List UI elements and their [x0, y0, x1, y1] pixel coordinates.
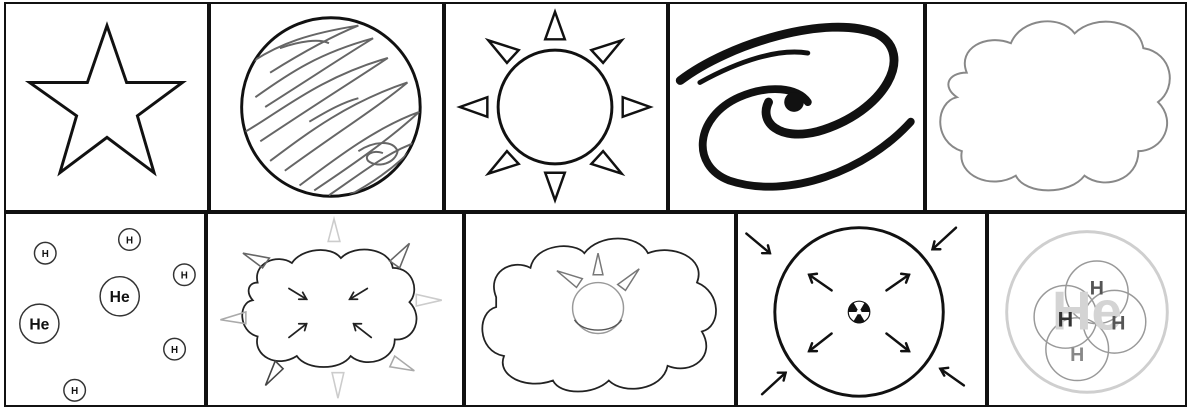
atoms-diagram: H H H H H He He: [6, 214, 204, 405]
hydrogen-label: H: [126, 235, 133, 246]
panel-cloud: [925, 2, 1187, 212]
panel-galaxy: [668, 2, 925, 212]
panel-sun: [444, 2, 668, 212]
star-shape: [6, 4, 207, 210]
hydrogen-label: H: [171, 345, 178, 356]
hydrogen-label: H: [71, 386, 78, 397]
protostar-diagram: [466, 214, 734, 405]
helium-label: He: [29, 317, 49, 334]
cloud-shape: [927, 4, 1185, 210]
hydrogen-label: H: [1111, 313, 1125, 335]
helium-label: He: [110, 289, 130, 306]
panel-h-he-atoms: H H H H H He He: [4, 212, 206, 407]
fusion-diagram: [738, 214, 985, 405]
cloud-collapse-diagram: [208, 214, 462, 405]
panel-fusion: [736, 212, 987, 407]
planet-shape: [211, 4, 442, 210]
hydrogen-label: H: [42, 249, 49, 260]
hydrogen-label: H: [1058, 308, 1074, 332]
fusion-nucleus-diagram: He H H H H: [989, 214, 1185, 405]
hydrogen-label: H: [1070, 344, 1084, 366]
panel-protostar: [464, 212, 736, 407]
panel-h-to-he: He H H H H: [987, 212, 1187, 407]
galaxy-shape: [670, 4, 923, 210]
hydrogen-label: H: [1090, 277, 1104, 299]
sun-shape: [446, 4, 666, 210]
panel-star: [4, 2, 209, 212]
panel-cloud-collapse: [206, 212, 464, 407]
radiation-icon: [848, 301, 870, 323]
panel-planet: [209, 2, 444, 212]
hydrogen-label: H: [181, 271, 188, 282]
